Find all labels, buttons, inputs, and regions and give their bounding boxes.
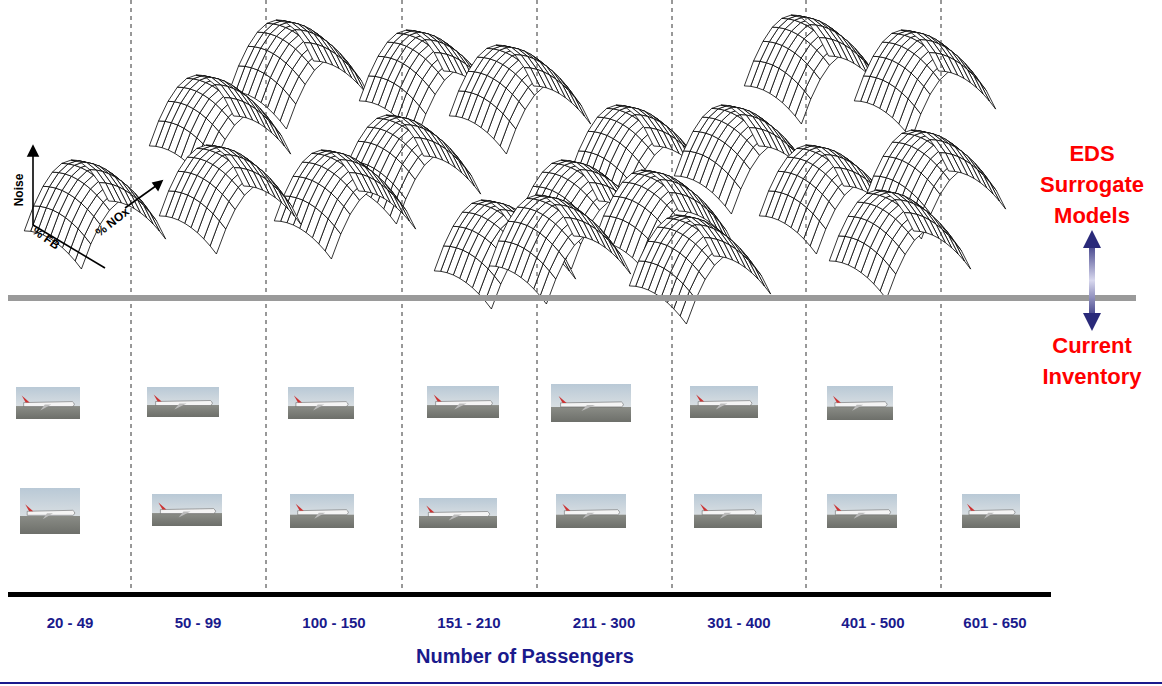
side-heading: Current Inventory (1026, 330, 1158, 392)
surrogate-surface (864, 130, 1005, 239)
surrogate-surface (829, 190, 970, 299)
aircraft-photo (551, 384, 631, 422)
surrogate-surface (24, 160, 165, 269)
axis-bar (8, 592, 1051, 597)
surrogate-surface (489, 195, 630, 304)
aircraft-photo (962, 494, 1020, 528)
aircraft-photo (419, 498, 497, 528)
aircraft-photo (556, 494, 626, 528)
aircraft-photo (147, 387, 219, 417)
aircraft-photo (827, 494, 897, 528)
surrogate-surface (274, 150, 415, 259)
aircraft-photo (827, 386, 893, 420)
surrogate-surface (229, 20, 370, 129)
surrogate-surface (629, 215, 770, 324)
surrogate-surface (449, 45, 590, 154)
divider-bar (8, 295, 1136, 301)
bin-label: 401 - 500 (841, 614, 904, 631)
aircraft-photo (152, 494, 222, 526)
axis-label: Noise (12, 174, 26, 207)
aircraft-photo (288, 387, 354, 419)
bin-label: 601 - 650 (963, 614, 1026, 631)
aircraft-photo (20, 488, 80, 534)
surrogate-surface (359, 30, 500, 139)
bin-label: 50 - 99 (175, 614, 222, 631)
surrogate-surface (434, 200, 575, 309)
aircraft-photo (427, 386, 499, 418)
surrogate-surface (759, 145, 900, 254)
bin-label: 211 - 300 (573, 614, 636, 631)
surrogate-surface (854, 30, 995, 139)
surrogate-surface (674, 105, 815, 214)
axis-arrows (28, 146, 162, 268)
aircraft-photo (690, 386, 758, 418)
surrogate-surface (514, 160, 655, 269)
aircraft-photo (290, 494, 354, 528)
surrogate-surface (149, 75, 290, 184)
bin-label: 100 - 150 (302, 614, 365, 631)
bin-label: 20 - 49 (47, 614, 94, 631)
surrogate-surface (339, 115, 480, 224)
surrogate-surface (594, 170, 735, 279)
double-arrow (1089, 239, 1095, 322)
surrogate-surface (744, 15, 885, 124)
heading-text: EDS Surrogate Models (1026, 138, 1158, 231)
bin-label: 301 - 400 (707, 614, 770, 631)
side-heading: EDS Surrogate Models (1026, 138, 1158, 231)
aircraft-photo (16, 387, 80, 419)
aircraft-photo (694, 494, 762, 528)
bin-label: 151 - 210 (437, 614, 500, 631)
heading-text: Current Inventory (1026, 330, 1158, 392)
footer-line (0, 682, 1162, 684)
surrogate-surface (159, 145, 300, 254)
axis-title: Number of Passengers (416, 645, 634, 668)
